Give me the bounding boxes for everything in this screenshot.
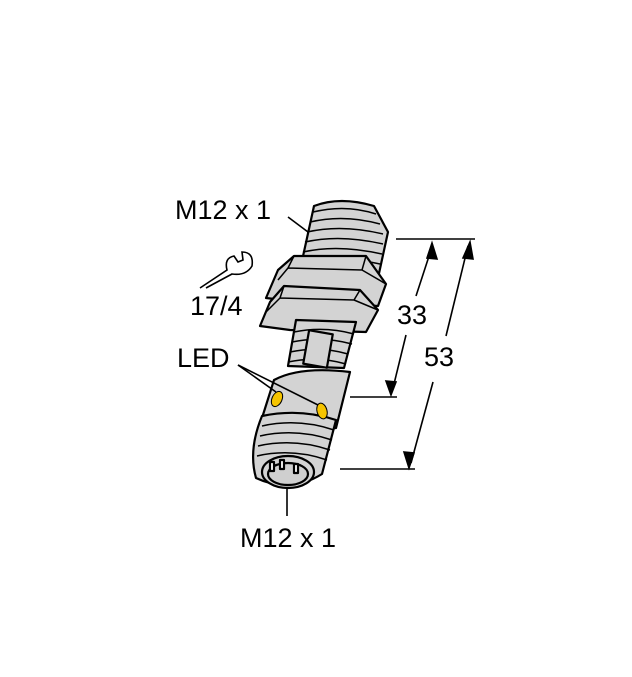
dimension-33: 33 [397, 300, 428, 330]
dimension-53: 53 [424, 342, 455, 372]
label-wrench-size: 17/4 [190, 291, 243, 321]
connector [252, 411, 338, 490]
led-indicator-right [316, 402, 328, 420]
wrench-icon [199, 251, 254, 289]
led-indicator-left [270, 390, 284, 408]
label-thread-top: M12 x 1 [175, 195, 272, 225]
middle-thread [286, 318, 358, 370]
label-led: LED [177, 343, 230, 373]
label-thread-bottom: M12 x 1 [240, 523, 337, 553]
